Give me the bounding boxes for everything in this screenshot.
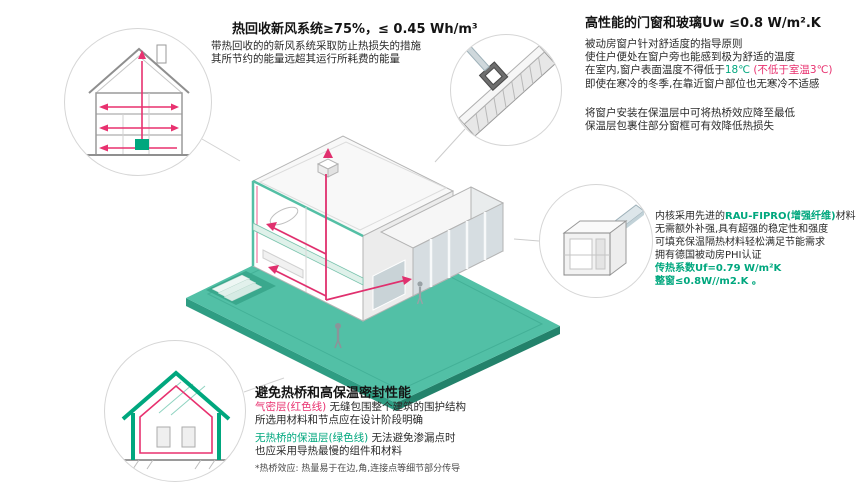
text-line: 即使在寒冷的冬季,在靠近窗户部位也无寒冷不适感 [585,77,820,90]
callout-window-install-detail [450,34,562,146]
text-segment: 内核采用先进的 [655,211,725,222]
callout-ventilation-section [64,28,212,176]
callout-thermal-bridge-section [104,340,246,482]
text-line: 无需额外补强,具有超强的稳定性和强度 [655,224,829,235]
insulation-layer-description: 无热桥的保温层(绿色线) 无法避免渗漏点时 也应采用导热最慢的组件和材料 [255,432,555,458]
text-segment: 无缝包围整个建筑的围护结构 [326,401,467,413]
window-u-value-stat: 整窗≤0.8W//m2.K 。 [655,276,762,287]
glass-mullions [429,212,487,287]
insulation-roof-line [121,370,231,421]
text-line-mixed: 在室内,窗户表面温度不得低于18℃ (不低于室温3℃) [585,64,863,77]
roof-parapet [258,141,448,231]
text-line: 将窗户安装在保温层中可将热桥效应降至最低 [585,107,795,119]
house-section-thermal-icon [117,370,235,470]
insulation-line [252,179,364,238]
text-segment: 材料 [835,211,856,222]
airtight-layer-description: 气密层(红色线) 无缝包围整个建筑的围护结构 所选用材料和节点应在设计阶段明确 [255,401,555,427]
duct-arrows [266,148,412,285]
temperature-value: 18℃ [724,64,750,77]
ventilation-description: 带热回收的的新风系统采取防止热损失的措施 其所节约的能量远超其运行所耗费的能量 [211,40,471,66]
text-line-mixed: 内核采用先进的RAU-FIPRO(增强纤维)材料 [655,210,863,223]
window [156,426,171,448]
duct-lines [107,61,177,149]
thermal-bridge-title: 避免热桥和高保温密封性能 [255,386,412,401]
window-corner-detail-icon [451,35,556,137]
text-line: 也应采用导热最慢的组件和材料 [255,445,402,458]
windows-title: 高性能的门窗和玻璃Uw ≤0.8 W/m².K [585,16,821,31]
text-line-mixed: 无热桥的保温层(绿色线) 无法避免渗漏点时 [255,432,555,445]
text-segment: 无法避免渗漏点时 [368,432,456,444]
roof-vent-unit [316,158,340,178]
cutaway-house-illustration [168,86,568,416]
text-line: 可填充保温隔热材料轻松满足节能需求 [655,237,825,248]
insulation-layer-label: 无热桥的保温层(绿色线) [255,432,369,444]
wing-glass-facade [412,202,504,297]
airtight-layer-label: 气密层(红色线) [255,401,327,413]
kitchen-counter [262,249,304,279]
airtight-layer-line [139,384,213,454]
text-line: 拥有德国被动房PHI认证 [655,250,762,261]
ventilation-duct-lines [269,174,407,301]
person-figure [416,281,424,305]
profile-chamber [569,238,593,270]
text-line: 其所节约的能量远超其运行所耗费的能量 [211,53,400,66]
material-name: RAU-FIPRO(增强纤维) [725,211,836,222]
text-line: 使住户便处在窗户旁也能感到极为舒适的温度 [585,51,795,64]
garden-steps [206,271,276,305]
text-line: 被动房窗户针对舒适度的指导原则 [585,38,743,50]
windows-description: 被动房窗户针对舒适度的指导原则 使住户便处在窗户旁也能感到极为舒适的温度 在室内… [585,38,863,91]
isometric-house-drawing [186,135,560,411]
text-line: 保温层包裹住部分窗框可有效降低热损失 [585,120,774,133]
ventilation-title: 热回收新风系统≥75%，≤ 0.45 Wh/m³ [232,22,478,37]
u-value-stat: 传热系数Uf=0.79 W/m²K [655,263,782,274]
text-line-mixed: 气密层(红色线) 无缝包围整个建筑的围护结构 [255,401,555,414]
profile-chamber [595,238,606,270]
text-segment: 在室内,窗户表面温度不得低于 [585,64,725,77]
house-section-ventilation-icon [83,44,195,156]
chimney [156,44,167,64]
callout-frame-profile [539,184,653,298]
bathtub [269,206,299,226]
ground-hatch [118,459,230,470]
duct-arrows [99,50,179,152]
roof-inner-line [95,55,183,94]
temperature-note: (不低于室温3℃) [750,64,833,77]
wall-section-group [451,35,556,137]
text-line: 所选用材料和节点应在设计阶段明确 [255,414,423,427]
frame-profile-description: 内核采用先进的RAU-FIPRO(增强纤维)材料 无需额外补强,具有超强的稳定性… [655,210,863,288]
roof-outline [88,47,190,94]
heat-exchanger-unit [135,139,149,150]
window-profile-icon [562,204,645,276]
person-figure [334,323,342,349]
platform-side [186,298,396,411]
thermal-bridge-footnote: *热桥效应: 热量易于在边,角,连接点等细节部分传导 [255,464,461,474]
text-line: 带热回收的的新风系统采取防止热损失的措施 [211,40,421,52]
window [181,426,196,448]
windows-description-2: 将窗户安装在保温层中可将热桥效应降至最低 保温层包裹住部分窗框可有效降低热损失 [585,107,863,133]
platform-side [396,326,560,411]
